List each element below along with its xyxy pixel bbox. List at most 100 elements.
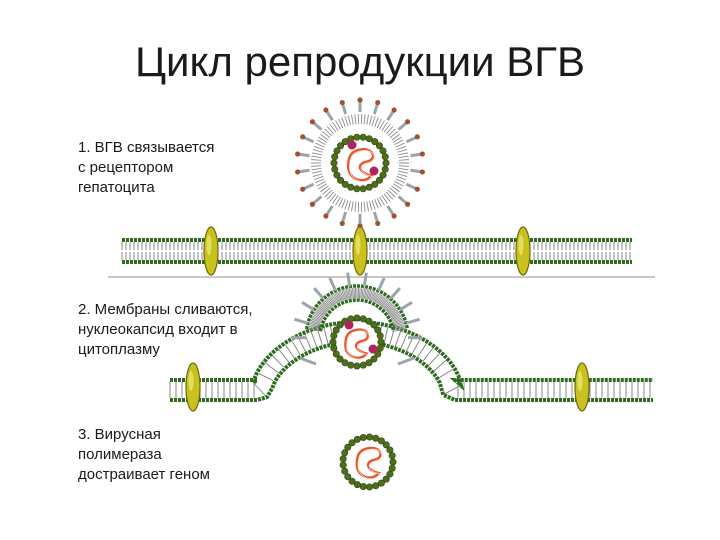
surface-protein: [299, 356, 317, 366]
envelope-lipid: [363, 201, 366, 212]
envelope-lipid: [311, 170, 322, 174]
envelope-lipid: [375, 293, 382, 304]
envelope-lipid: [318, 306, 327, 314]
envelope-lipid: [360, 288, 363, 299]
envelope-lipid: [398, 165, 409, 167]
capsid-subunit: [365, 359, 373, 367]
envelope-lipid: [335, 120, 341, 130]
capsid-subunit: [381, 165, 389, 173]
surface-protein-tip: [419, 169, 425, 175]
envelope-lipid: [368, 115, 373, 126]
step-3-line-2: полимераза: [78, 446, 162, 463]
capsid-subunit: [348, 439, 356, 447]
envelope-outer: [304, 284, 410, 330]
capsid-subunit: [337, 176, 345, 184]
lipid-tail: [278, 349, 290, 363]
lipid-heads-inner: [170, 320, 653, 392]
surface-protein: [399, 301, 413, 312]
envelope-lipid: [379, 196, 385, 206]
envelope-lipid: [395, 328, 406, 332]
receptor-highlight: [355, 235, 361, 255]
envelope-lipid: [313, 175, 324, 181]
genome-strand-inner: [357, 448, 383, 480]
capsid-subunit: [376, 332, 384, 340]
envelope-lipid: [351, 114, 354, 125]
lipid-heads-outer: [170, 340, 653, 402]
envelope-lipid: [385, 303, 394, 311]
capsid-subunit: [339, 461, 347, 469]
envelope-lipid: [368, 290, 373, 301]
envelope-lipid: [330, 295, 337, 305]
capsid-subunit: [388, 464, 396, 472]
capsid-subunit: [374, 326, 382, 334]
surface-protein-tip: [323, 107, 329, 113]
step-2-line-3: цитоплазму: [78, 341, 160, 358]
envelope-lipid: [331, 294, 338, 304]
receptor-highlight: [188, 371, 194, 391]
capsid-subunit: [341, 138, 349, 146]
surface-protein-tip: [414, 186, 420, 192]
envelope-lipid: [392, 315, 402, 321]
surface-protein-tip: [300, 186, 306, 192]
envelope-lipid: [396, 145, 407, 151]
envelope-lipid: [395, 327, 406, 331]
capsid-subunit: [344, 443, 352, 451]
envelope-lipid: [308, 328, 319, 332]
capsid-subunit: [366, 483, 374, 491]
envelope-lipid: [347, 115, 352, 126]
envelope-lipid: [315, 142, 325, 148]
capsid-subunit: [330, 159, 338, 167]
envelope-lipid: [385, 126, 394, 135]
lipid-tail: [444, 385, 460, 395]
envelope-lipid: [315, 178, 325, 184]
envelope-lipid: [393, 321, 404, 326]
lipid-tail: [272, 355, 284, 368]
envelope-lipid: [344, 289, 348, 300]
surface-protein-tip: [391, 213, 397, 219]
capsid-subunit: [359, 315, 367, 323]
envelope-lipid: [366, 114, 369, 125]
lipid-tail: [417, 343, 427, 358]
envelope-lipid: [326, 191, 335, 200]
envelope-lipid: [381, 298, 389, 308]
capsid-subunit: [371, 138, 379, 146]
capsid-subunit: [377, 479, 385, 487]
capsid-subunit: [372, 434, 380, 442]
capsid-subunit: [353, 362, 361, 370]
capsid-subunit: [359, 185, 367, 193]
capsid-subunit: [366, 433, 374, 441]
capsid-subunit: [381, 153, 389, 161]
envelope-lipid: [383, 300, 391, 309]
surface-protein-tip: [309, 119, 315, 125]
genome-strand: [355, 446, 382, 479]
envelope-lipid: [332, 195, 339, 204]
capsid-subunit: [331, 165, 339, 173]
lipid-tail: [297, 337, 307, 352]
envelope-lipid: [382, 299, 390, 309]
capsid-subunit: [339, 455, 347, 463]
capsid-subunit: [374, 350, 382, 358]
envelope-lipid: [374, 117, 379, 128]
genome-strand-inner: [346, 330, 370, 360]
capsid-subunit: [330, 332, 338, 340]
envelope-lipid: [341, 198, 346, 209]
envelope-lipid: [387, 306, 396, 314]
envelope-lipid: [332, 293, 339, 304]
capsid-subunit: [332, 350, 340, 358]
envelope-lipid: [318, 305, 328, 313]
capsid-subunit: [330, 344, 338, 352]
lipid-tail: [394, 331, 402, 347]
capsid-subunit: [353, 435, 361, 443]
capsid-subunit: [337, 142, 345, 150]
envelope-lipid: [385, 191, 394, 200]
envelope-lipid: [379, 120, 385, 130]
envelope-lipid: [313, 312, 324, 319]
step-2-line-1: 2. Мембраны сливаются,: [78, 301, 253, 318]
genome-strand-inner: [348, 150, 375, 182]
surface-protein: [362, 272, 368, 287]
envelope-lipid: [339, 290, 345, 301]
envelope-lipid: [370, 291, 376, 301]
capsid-subunit: [359, 133, 367, 141]
envelope-lipid: [311, 165, 322, 167]
lipid-tail: [389, 329, 395, 345]
